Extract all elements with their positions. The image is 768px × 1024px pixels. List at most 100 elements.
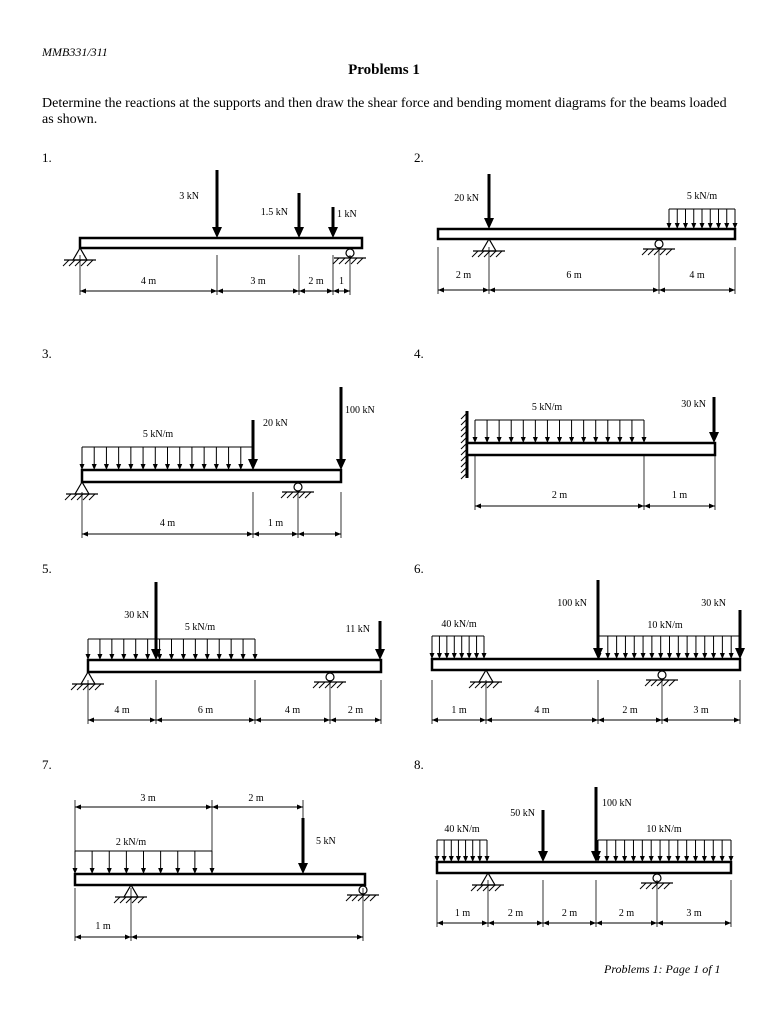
udl-arrowhead — [496, 437, 502, 443]
ground-hatch — [468, 681, 476, 689]
point-load-arrowhead — [709, 432, 719, 443]
dimension-label: 4 m — [141, 276, 157, 287]
ground-hatch — [641, 248, 649, 256]
ground-hatch — [332, 257, 340, 265]
udl-arrowhead — [614, 653, 620, 659]
load-label: 20 kN — [263, 418, 288, 429]
ground-hatch — [488, 884, 496, 892]
dimension-arrowhead — [255, 717, 261, 723]
problem-8-number: 8. — [414, 757, 424, 772]
dimension-label: 1 m — [268, 518, 284, 529]
load-label: 100 kN — [602, 798, 632, 809]
course-code: MMB331/311 — [42, 45, 108, 59]
ground-hatch — [645, 882, 653, 890]
udl-arrowhead — [201, 464, 207, 470]
dimension-label: 2 m — [248, 793, 264, 804]
ground-hatch — [336, 681, 344, 689]
load-label: 2 kN/m — [116, 837, 147, 848]
udl-arrowhead — [169, 654, 174, 660]
dimension-label: 2 m — [456, 270, 472, 281]
ground-hatch — [68, 259, 76, 267]
udl-arrowhead — [691, 223, 697, 229]
udl-arrowhead — [213, 464, 219, 470]
dimension-label: 2 m — [308, 276, 324, 287]
udl-arrowhead — [121, 654, 127, 660]
udl-arrowhead — [226, 464, 232, 470]
udl-arrowhead — [557, 437, 562, 443]
udl-arrowhead — [711, 653, 717, 659]
udl-arrowhead — [455, 856, 461, 862]
load-label: 5 kN/m — [185, 622, 216, 633]
dimension-arrowhead — [592, 717, 598, 723]
udl-arrowhead — [133, 654, 139, 660]
udl-arrowhead — [716, 223, 721, 229]
udl-arrowhead — [180, 654, 186, 660]
dimension-arrowhead — [709, 503, 715, 509]
ground-hatch — [659, 248, 667, 256]
ground-hatch — [330, 681, 338, 689]
point-load-arrowhead — [735, 648, 745, 659]
point-load-arrowhead — [591, 851, 601, 862]
udl-arrowhead — [508, 437, 514, 443]
udl-arrowhead — [109, 654, 115, 660]
load-label: 30 kN — [681, 399, 706, 410]
ground-hatch — [471, 250, 479, 258]
udl-arrowhead — [649, 653, 655, 659]
udl-arrowhead — [103, 464, 109, 470]
wall-hatch — [460, 466, 468, 474]
ground-hatch — [663, 882, 671, 890]
ground-hatch — [369, 894, 377, 902]
udl-arrowhead — [441, 856, 447, 862]
ground-hatch — [647, 248, 655, 256]
udl-arrowhead — [91, 464, 97, 470]
ground-hatch — [86, 259, 94, 267]
beam — [86, 658, 383, 674]
dimension-arrowhead — [598, 717, 604, 723]
udl-arrowhead — [79, 464, 85, 470]
udl-arrowhead — [106, 868, 112, 874]
udl-arrowhead — [613, 856, 619, 862]
udl-arrowhead — [629, 437, 635, 443]
dimension-arrowhead — [247, 531, 253, 537]
ground-hatch — [356, 257, 364, 265]
ground-hatch — [88, 493, 96, 501]
dimension-label: 1 m — [451, 705, 467, 716]
problem-7-number: 7. — [42, 757, 52, 772]
udl-arrowhead — [622, 856, 628, 862]
udl-arrowhead — [434, 856, 440, 862]
udl-arrowhead — [192, 868, 198, 874]
udl-arrowhead — [520, 437, 526, 443]
dimension-arrowhead — [657, 920, 663, 926]
udl-arrowhead — [532, 437, 538, 443]
ground-hatch — [318, 681, 326, 689]
ground-hatch — [131, 896, 139, 904]
udl-arrowhead — [719, 856, 725, 862]
ground-hatch — [304, 491, 312, 499]
udl-arrowhead — [152, 464, 158, 470]
ground-hatch — [88, 683, 96, 691]
dimension-label: 2 m — [508, 908, 524, 919]
dimension-arrowhead — [375, 717, 381, 723]
dimension-arrowhead — [253, 531, 259, 537]
udl-arrowhead — [699, 223, 705, 229]
point-load-arrowhead — [538, 851, 548, 862]
load-label: 5 kN/m — [687, 191, 718, 202]
udl-arrowhead — [693, 856, 699, 862]
dimension-arrowhead — [333, 288, 339, 294]
dimension-arrowhead — [249, 717, 255, 723]
ground-hatch — [351, 894, 359, 902]
dimension-arrowhead — [297, 804, 303, 810]
ground-hatch — [494, 884, 502, 892]
dimension-arrowhead — [330, 717, 336, 723]
dimension-arrowhead — [82, 531, 88, 537]
dimension-arrowhead — [131, 934, 137, 940]
ground-hatch — [492, 681, 500, 689]
dimension-arrowhead — [206, 804, 212, 810]
udl-arrowhead — [617, 437, 623, 443]
udl-arrowhead — [238, 464, 244, 470]
udl-arrowhead — [683, 223, 688, 229]
dimension-label: 3 m — [693, 705, 709, 716]
ground-hatch — [76, 683, 84, 691]
